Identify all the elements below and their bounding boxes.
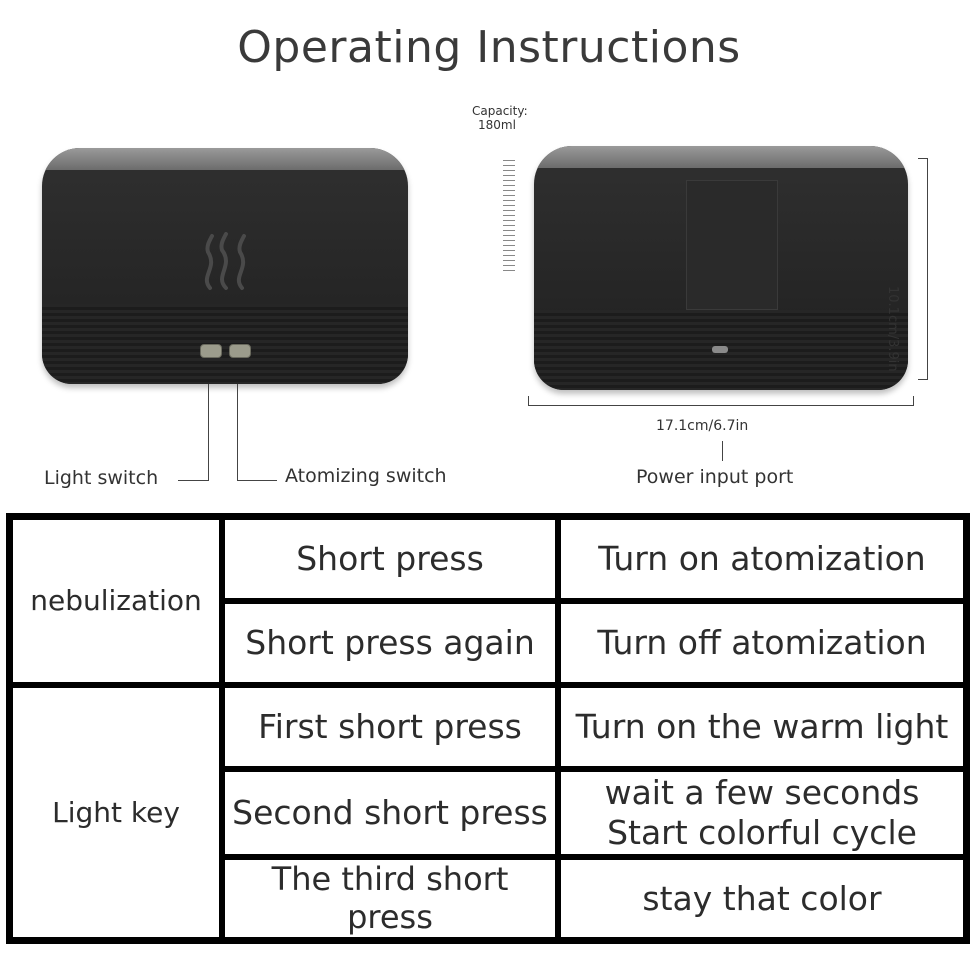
dimension-line <box>927 158 928 380</box>
action-cell: The third short press <box>222 857 558 940</box>
humidifier-lid <box>534 146 908 168</box>
table-row: nebulization Short press Turn on atomiza… <box>10 517 966 685</box>
result-line: Start colorful cycle <box>607 813 917 852</box>
height-dimension-label: 10.1cm/3.9in <box>885 286 900 372</box>
instructions-table: nebulization Short press Turn on atomiza… <box>6 513 970 944</box>
power-port-label: Power input port <box>636 466 794 488</box>
result-cell: stay that color <box>558 857 966 940</box>
group-cell: nebulization <box>10 517 222 685</box>
table-row: Second short press wait a few seconds St… <box>10 769 966 857</box>
dimension-line <box>918 158 928 159</box>
dimension-line <box>918 379 928 380</box>
capacity-scale <box>503 160 515 272</box>
atomizing-switch-button[interactable] <box>229 344 251 358</box>
humidifier-back-view <box>534 146 908 390</box>
action-cell: Second short press <box>222 769 558 857</box>
result-cell: wait a few seconds Start colorful cycle <box>558 769 966 857</box>
dimension-line <box>528 396 529 406</box>
action-cell: First short press <box>222 685 558 769</box>
result-line: wait a few seconds <box>604 773 920 813</box>
dimension-line <box>528 405 914 406</box>
result-cell: Turn off atomization <box>558 601 966 685</box>
leader-line <box>178 480 209 481</box>
width-dimension-label: 17.1cm/6.7in <box>656 418 749 434</box>
humidifier-front-view <box>42 148 408 384</box>
leader-line <box>237 384 238 480</box>
product-label <box>686 180 778 310</box>
capacity-value: 180ml <box>478 118 516 132</box>
dimension-line <box>913 396 914 406</box>
table-row: The third short press stay that color <box>10 857 966 940</box>
group-cell: Light key <box>10 685 222 940</box>
result-cell: Turn on atomization <box>558 517 966 601</box>
light-switch-label: Light switch <box>44 467 159 489</box>
light-switch-button[interactable] <box>200 344 222 358</box>
flame-icon <box>204 232 246 290</box>
leader-line <box>722 441 723 461</box>
power-port-icon <box>712 346 728 353</box>
humidifier-base <box>42 304 408 384</box>
atomizing-switch-label: Atomizing switch <box>285 465 447 487</box>
humidifier-lid <box>42 148 408 170</box>
capacity-label: Capacity: <box>472 104 528 118</box>
leader-line <box>208 384 209 480</box>
result-cell: Turn on the warm light <box>558 685 966 769</box>
action-cell: Short press again <box>222 601 558 685</box>
table-row: Light key First short press Turn on the … <box>10 685 966 940</box>
action-cell: Short press <box>222 517 558 601</box>
table-row: Short press again Turn off atomization <box>10 601 966 685</box>
leader-line <box>237 480 277 481</box>
page-title: Operating Instructions <box>237 22 741 73</box>
